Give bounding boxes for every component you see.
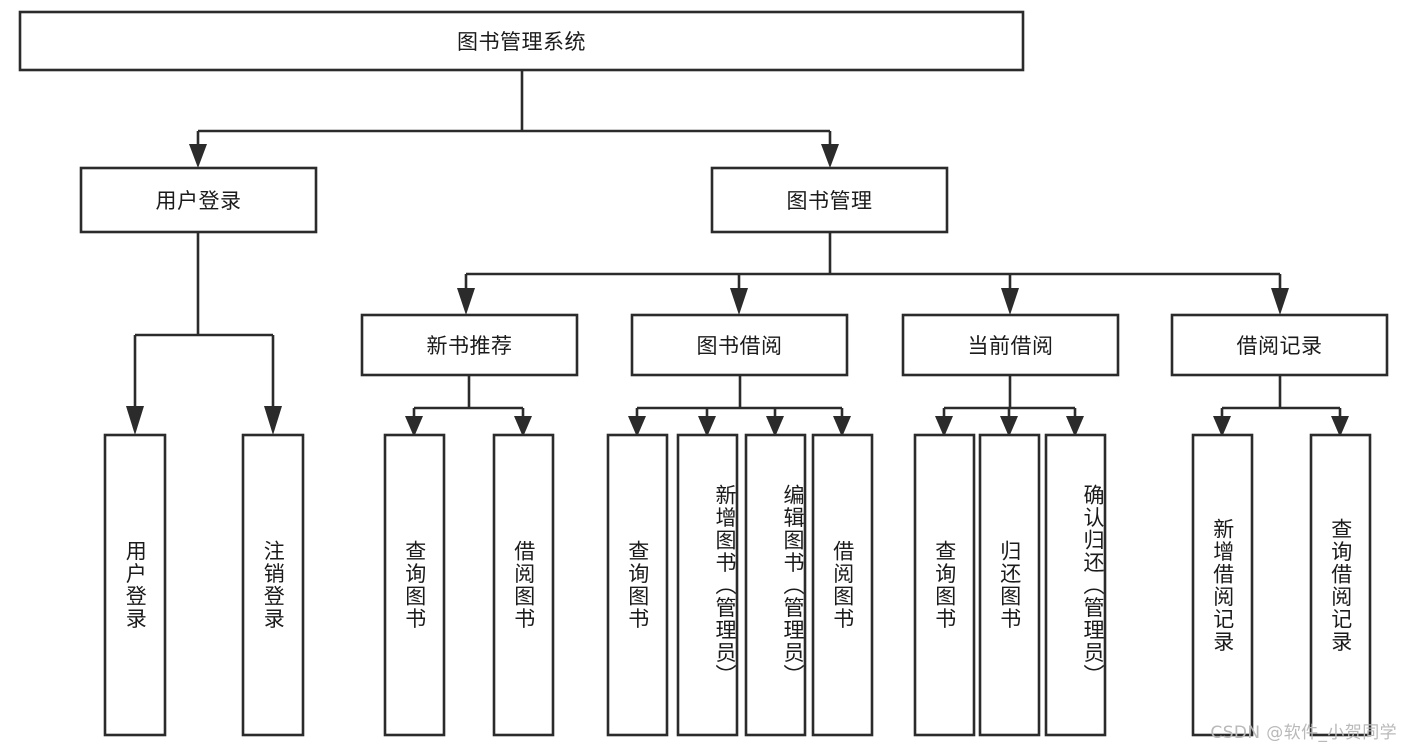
arrow-head-borrow-record xyxy=(1271,288,1289,315)
node-box-leaf-borrow-book-1[interactable] xyxy=(492,433,555,737)
node-box-new-book-recommend[interactable] xyxy=(360,313,579,377)
arrow-head-current-borrow xyxy=(1001,288,1019,315)
arrow-head-book-borrow xyxy=(730,288,748,315)
node-box-current-borrow[interactable] xyxy=(901,313,1120,377)
node-box-borrow-record[interactable] xyxy=(1170,313,1389,377)
arrow-head-user-login xyxy=(189,144,207,168)
arrow-head-leaf-logout-login xyxy=(264,406,282,435)
node-box-root[interactable] xyxy=(18,10,1025,72)
node-box-leaf-borrow-book-2[interactable] xyxy=(811,433,874,737)
node-box-leaf-edit-book[interactable] xyxy=(744,433,807,737)
node-box-leaf-query-book-3[interactable] xyxy=(913,433,976,737)
node-box-leaf-return-book[interactable] xyxy=(978,433,1041,737)
node-box-book-management[interactable] xyxy=(710,166,949,234)
arrow-head-leaf-borrow-book-2 xyxy=(833,416,851,437)
arrow-head-leaf-query-record xyxy=(1331,416,1349,437)
csdn-watermark: CSDN @软件_小贺同学 xyxy=(1210,723,1397,743)
node-box-user-login[interactable] xyxy=(79,166,318,234)
arrow-head-leaf-edit-book xyxy=(766,416,784,437)
node-box-leaf-user-login[interactable] xyxy=(103,433,167,737)
arrow-head-leaf-user-login xyxy=(126,406,144,435)
arrow-head-new-book-recommend xyxy=(457,288,475,315)
arrow-head-leaf-add-book xyxy=(698,416,716,437)
node-box-leaf-confirm-return[interactable] xyxy=(1044,433,1107,737)
node-box-leaf-add-book[interactable] xyxy=(676,433,739,737)
node-box-leaf-query-book-2[interactable] xyxy=(606,433,669,737)
node-box-leaf-logout-login[interactable] xyxy=(241,433,305,737)
arrow-head-leaf-query-book-2 xyxy=(628,416,646,437)
node-box-leaf-query-record[interactable] xyxy=(1309,433,1372,737)
node-box-book-borrow[interactable] xyxy=(630,313,849,377)
arrow-head-leaf-query-book-3 xyxy=(935,416,953,437)
arrow-head-leaf-return-book xyxy=(1000,416,1018,437)
arrow-head-leaf-confirm-return xyxy=(1066,416,1084,437)
arrow-head-leaf-query-book-1 xyxy=(405,416,423,437)
arrow-head-leaf-borrow-book-1 xyxy=(514,416,532,437)
arrow-head-book-management xyxy=(821,144,839,168)
arrow-head-leaf-add-record xyxy=(1213,416,1231,437)
node-box-leaf-add-record[interactable] xyxy=(1191,433,1254,737)
node-box-leaf-query-book-1[interactable] xyxy=(383,433,446,737)
